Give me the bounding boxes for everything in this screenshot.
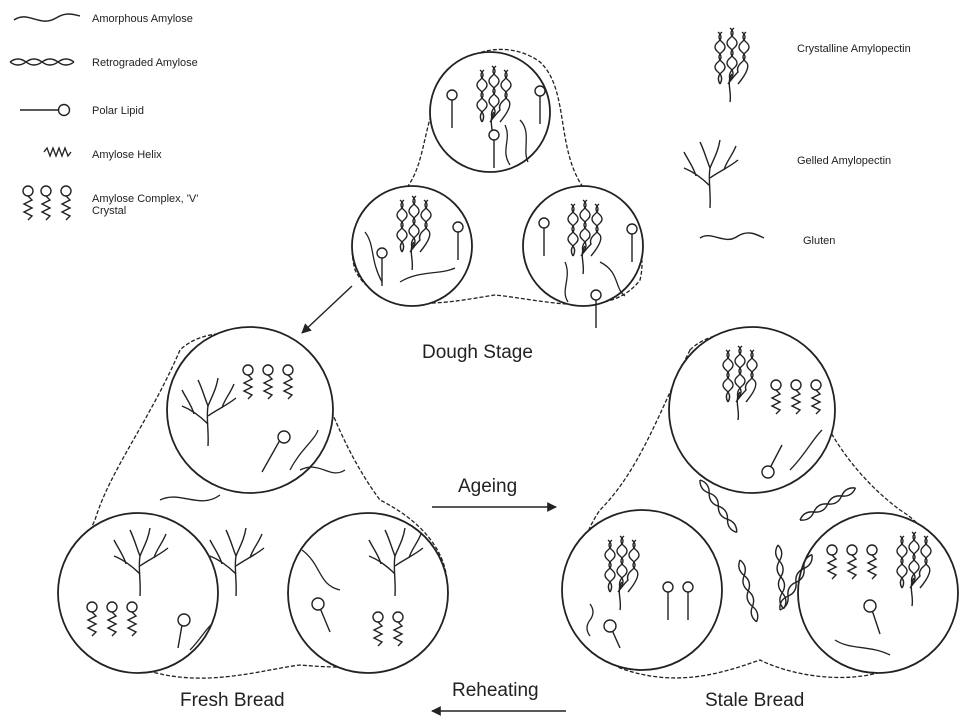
retrograded-amylose-icon (10, 59, 74, 65)
stale-circle-left (562, 510, 722, 670)
polar-lipid-icon (20, 105, 70, 116)
stale-bread-cluster (562, 327, 958, 678)
reheating-label: Reheating (452, 680, 539, 701)
legend-label-amylose-complex-line2: Crystal (92, 205, 126, 217)
legend-label-gluten: Gluten (803, 235, 835, 247)
amorphous-amylose-icon (14, 14, 80, 21)
dough-circle-top (430, 52, 550, 172)
stale-circle-right (798, 513, 958, 673)
legend-label-amylose-helix: Amylose Helix (92, 149, 162, 161)
gelled-amylopectin-icon (684, 140, 738, 208)
legend-label-polar-lipid: Polar Lipid (92, 105, 144, 117)
legend-label-crystalline-amylopectin: Crystalline Amylopectin (797, 43, 911, 55)
legend-label-amylose-complex: Amylose Complex, 'V' (92, 193, 198, 205)
fresh-circle-left (58, 513, 218, 673)
fresh-bread-label: Fresh Bread (180, 690, 285, 711)
legend-right: Crystalline Amylopectin Gelled Amylopect… (684, 28, 911, 247)
gluten-icon (700, 233, 764, 239)
ageing-label: Ageing (458, 476, 517, 497)
legend-left: Amorphous Amylose Retrograded Amylose Po… (10, 13, 198, 220)
fresh-bread-cluster (58, 327, 448, 678)
arrow-dough-to-fresh (302, 286, 352, 333)
stale-bread-label: Stale Bread (705, 690, 804, 711)
legend-label-retrograded-amylose: Retrograded Amylose (92, 57, 198, 69)
amylose-complex-icon (23, 186, 71, 220)
fresh-circle-right (288, 513, 448, 673)
dough-stage-cluster (352, 49, 643, 328)
crystalline-amylopectin-icon (715, 28, 749, 102)
dough-stage-label: Dough Stage (422, 342, 533, 363)
amylose-helix-icon (44, 148, 71, 156)
legend-label-amorphous-amylose: Amorphous Amylose (92, 13, 193, 25)
legend-label-gelled-amylopectin: Gelled Amylopectin (797, 155, 891, 167)
